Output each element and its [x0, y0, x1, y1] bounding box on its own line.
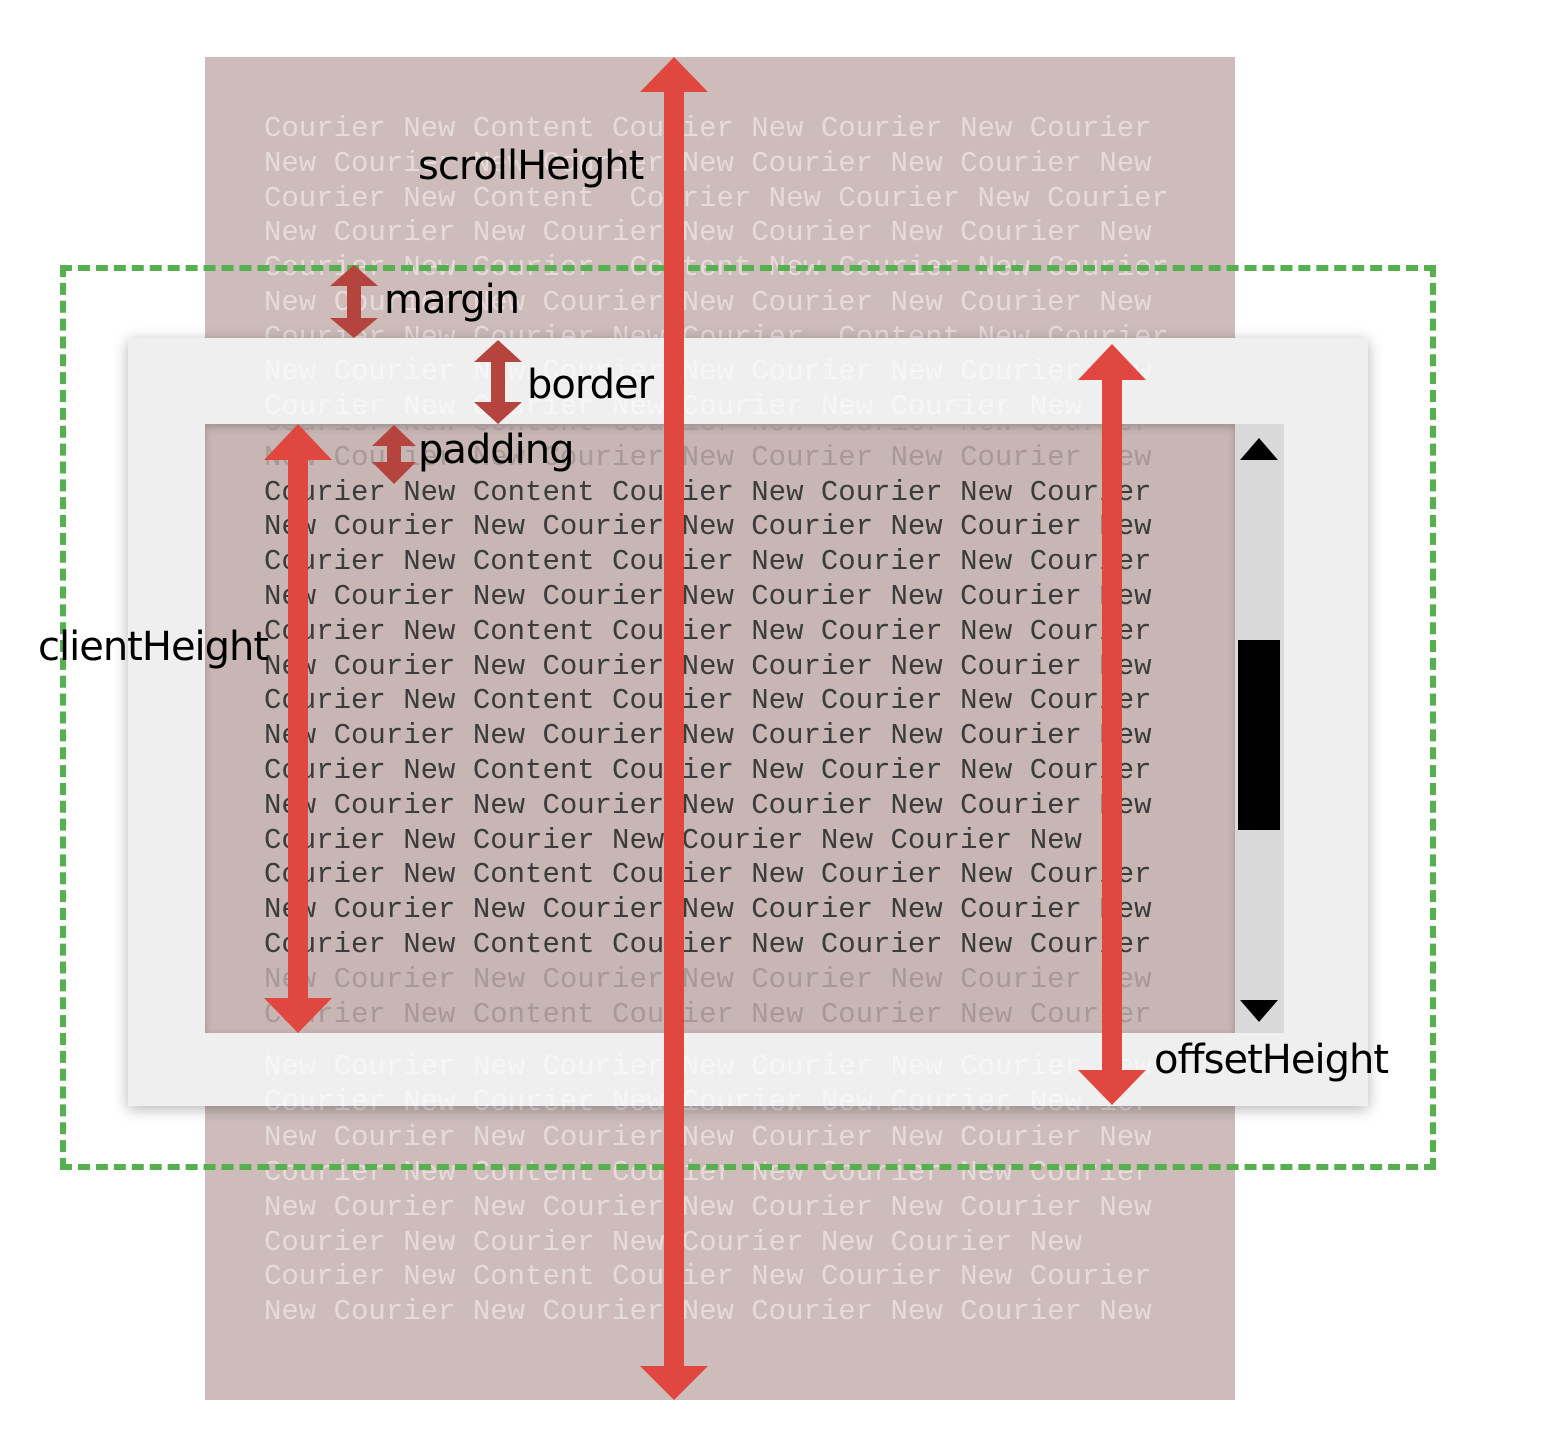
border-label: border	[527, 362, 654, 408]
text-line: Courier New Content Courier New Courier …	[264, 927, 1152, 961]
scrollbar-thumb[interactable]	[1238, 640, 1280, 830]
scroll-height-arrow	[640, 57, 708, 1400]
text-line: Courier New Courier New Courier New Cour…	[264, 1084, 1082, 1106]
client-area[interactable]: Courier New Content Courier New Courier …	[205, 424, 1235, 1033]
text-line: Courier New Content Courier New Courier …	[264, 1260, 1152, 1294]
text-line: New Courier New Courier New Courier New …	[264, 1121, 1152, 1155]
text-line: New Courier New Courier New Courier New …	[264, 579, 1152, 613]
margin-label: margin	[384, 277, 520, 323]
text-line: New Courier New Courier New Courier New …	[264, 1190, 1152, 1224]
text-line: New Courier New Courier New Courier New …	[264, 355, 1152, 388]
text-line: New Courier New Courier New Courier New …	[264, 719, 1152, 753]
margin-box-outline	[60, 265, 1436, 1170]
scroll-height-label: scrollHeight	[418, 143, 644, 189]
offset-height-label: offsetHeight	[1154, 1037, 1389, 1083]
text-line: New Courier New Courier New Courier New …	[264, 893, 1152, 927]
text-line: Courier New Courier New Courier New Cour…	[264, 823, 1082, 857]
margin-arrow	[330, 265, 378, 338]
border-arrow	[474, 340, 522, 424]
padding-label: padding	[418, 427, 575, 473]
text-line: New Courier New Courier New Courier New …	[264, 146, 1152, 180]
text-line: Courier New Content Courier New Courier …	[264, 858, 1152, 892]
client-height-label: clientHeight	[38, 624, 269, 670]
triangle-down-icon[interactable]	[1238, 998, 1280, 1024]
text-line: New Courier New Courier New Courier New …	[264, 216, 1152, 250]
offset-height-arrow	[1078, 344, 1146, 1105]
client-content-text: Courier New Content Courier New Courier …	[264, 424, 1224, 1032]
text-line: Courier New Content Courier New Courier …	[264, 181, 1169, 215]
triangle-up-icon[interactable]	[1238, 436, 1280, 462]
client-height-arrow	[264, 424, 332, 1033]
padding-arrow	[372, 425, 416, 484]
border-area-text-top: New Courier New Courier New Courier New …	[264, 355, 1224, 425]
text-line: New Courier New Courier New Courier New …	[264, 1295, 1152, 1329]
text-line: Courier New Content Courier New Courier …	[264, 614, 1152, 648]
text-line: Courier New Content Courier New Courier …	[264, 424, 1224, 441]
text-line: Courier New Courier New Courier New Cour…	[264, 1225, 1082, 1259]
text-line: New Courier New Courier New Courier New …	[264, 788, 1152, 822]
text-line: Courier New Content Courier New Courier …	[264, 1155, 1152, 1189]
text-line: Courier New Courier New Courier New Cour…	[264, 389, 1082, 423]
